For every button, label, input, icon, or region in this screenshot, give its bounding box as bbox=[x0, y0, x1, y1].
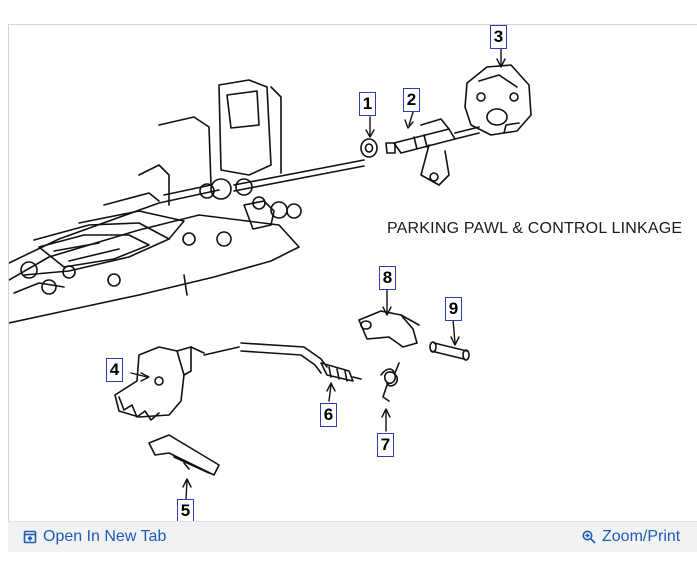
zoom-icon bbox=[582, 530, 596, 544]
image-toolbar: Open In New Tab Zoom/Print bbox=[8, 521, 697, 552]
callout-5: 5 bbox=[177, 499, 194, 523]
leader-lines bbox=[130, 44, 506, 500]
link-rod-drawing bbox=[203, 342, 400, 402]
callout-2: 2 bbox=[403, 88, 420, 112]
neutral-switch-drawing bbox=[464, 64, 532, 136]
callout-1: 1 bbox=[359, 92, 376, 116]
callout-4: 4 bbox=[106, 358, 123, 382]
zoom-print-link[interactable]: Zoom/Print bbox=[582, 528, 680, 546]
transmission-case-drawing bbox=[9, 79, 302, 324]
callout-6: 6 bbox=[320, 403, 337, 427]
open-in-new-tab-link[interactable]: Open In New Tab bbox=[23, 528, 166, 546]
callout-9: 9 bbox=[445, 297, 462, 321]
callout-7: 7 bbox=[377, 433, 394, 457]
manual-shaft-drawing bbox=[233, 118, 480, 192]
zoom-print-label: Zoom/Print bbox=[602, 528, 681, 545]
linkage-diagram bbox=[9, 44, 532, 500]
diagram-frame: 1 2 3 4 5 6 7 8 9 PARKING PAWL & CONTROL… bbox=[8, 24, 697, 552]
parking-pawl-drawing bbox=[358, 310, 470, 361]
open-new-tab-icon bbox=[23, 530, 37, 544]
diagram-caption: PARKING PAWL & CONTROL LINKAGE bbox=[387, 220, 683, 237]
open-in-new-tab-label: Open In New Tab bbox=[43, 528, 167, 545]
callout-8: 8 bbox=[379, 266, 396, 290]
detent-lever-drawing bbox=[114, 346, 220, 476]
callout-3: 3 bbox=[490, 25, 507, 49]
